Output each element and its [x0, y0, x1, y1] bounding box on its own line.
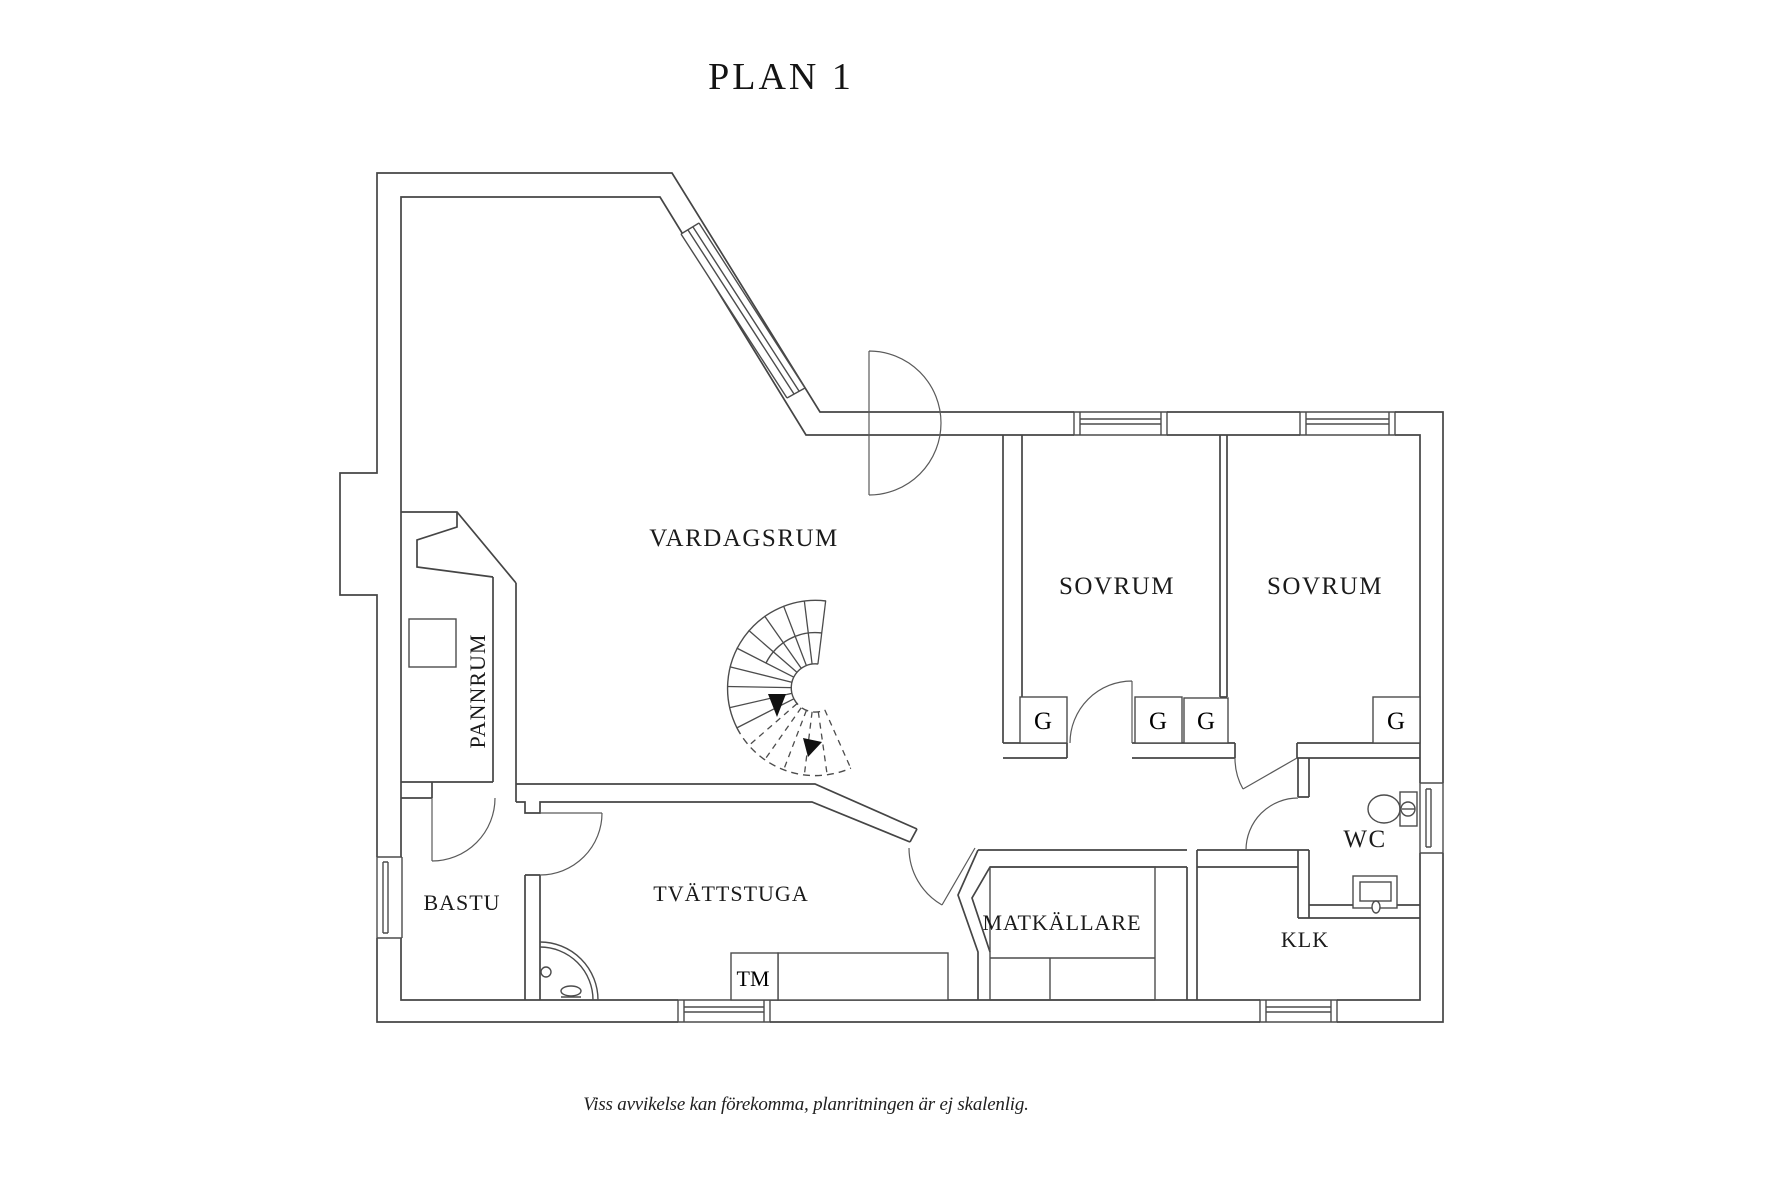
- interior-walls: [401, 435, 1420, 1001]
- window-bastu-left: [376, 856, 403, 939]
- window-wc-right: [1419, 782, 1444, 854]
- boiler-icon: [408, 618, 457, 668]
- window-top-sovrum-right: [1299, 411, 1396, 436]
- wardrobe-label: G: [1387, 708, 1405, 735]
- door-pannrum: [431, 797, 496, 862]
- room-label-tvattstuga: TVÄTTSTUGA: [653, 881, 808, 906]
- stair-up-arrow-icon: [803, 738, 822, 757]
- window-top-sovrum-left: [1073, 411, 1168, 436]
- spiral-staircase: [726, 599, 852, 777]
- room-label-klk: KLK: [1281, 927, 1329, 952]
- sink-icon: [1352, 875, 1398, 914]
- room-label-wc: WC: [1343, 826, 1386, 853]
- stair-treads-solid: [726, 600, 827, 729]
- room-label-sovrum-right: SOVRUM: [1267, 573, 1383, 600]
- room-label-vardagsrum: VARDAGSRUM: [649, 525, 839, 552]
- door-wc: [1245, 797, 1299, 851]
- shower-icon: [539, 941, 599, 1001]
- toilet-icon: [1367, 791, 1418, 827]
- inner-wall: [400, 196, 1421, 1001]
- washing-machine-label: TM: [737, 966, 770, 991]
- wardrobe-label: G: [1197, 708, 1215, 735]
- window-bottom-klk: [1259, 999, 1338, 1024]
- door-matkallare: [908, 847, 976, 906]
- room-label-sovrum-left: SOVRUM: [1059, 573, 1175, 600]
- cold-room-inner-box: [989, 866, 1156, 1001]
- wardrobe-label: G: [1034, 708, 1052, 735]
- window-bottom-tvattstuga: [677, 999, 771, 1024]
- door-sovrum-right: [1234, 757, 1298, 790]
- wardrobe-label: G: [1149, 708, 1167, 735]
- page-title: PLAN 1: [708, 56, 854, 98]
- stair-down-arrow-icon: [768, 694, 786, 717]
- door-main-entrance: [868, 350, 942, 496]
- outer-wall: [339, 172, 1444, 1023]
- chimney: [401, 511, 517, 584]
- door-bastu: [539, 812, 603, 876]
- disclaimer-caption: Viss avvikelse kan förekomma, planritnin…: [583, 1094, 1029, 1115]
- room-label-pannrum: PANNRUM: [465, 633, 490, 748]
- room-label-bastu: BASTU: [423, 890, 500, 915]
- window-diagonal-vardagsrum: [680, 222, 806, 399]
- wardrobe-box: [1019, 696, 1421, 744]
- laundry-counter: [777, 952, 949, 1001]
- washing-machine: [730, 952, 779, 1001]
- door-sovrum-left: [1069, 680, 1133, 744]
- room-label-matkallare: MATKÄLLARE: [982, 910, 1141, 935]
